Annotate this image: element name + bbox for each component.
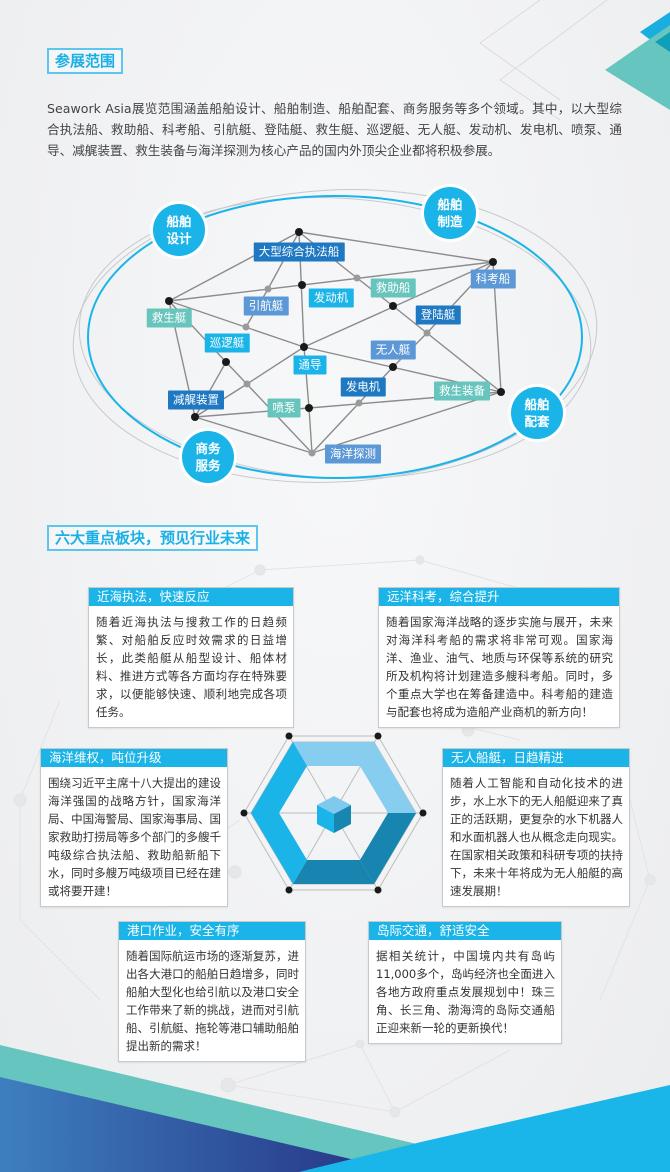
card-title: 岛际交通，舒适安全 xyxy=(369,922,561,940)
card-body: 随着近海执法与搜救工作的日趋频繁、对船舶反应时效需求的日益增长，此类船艇从船型设… xyxy=(96,615,287,719)
product-label: 救助船 xyxy=(370,278,416,298)
card-body: 随着国家海洋战略的逐步实施与展开，未来对海洋科考船的需求将非常可观。国家海洋、渔… xyxy=(386,615,613,719)
card-title: 近海执法，快速反应 xyxy=(89,588,293,606)
category-ship-design: 船舶设计 xyxy=(153,204,205,256)
card-coastal-enforcement: 近海执法，快速反应 随着近海执法与搜救工作的日趋频繁、对船舶反应时效需求的日益增… xyxy=(88,587,294,728)
card-title: 海洋维权，吨位升级 xyxy=(41,749,227,767)
product-label: 救生艇 xyxy=(146,308,192,328)
section-title-six-sectors: 六大重点板块，预见行业未来 xyxy=(47,525,259,551)
product-label: 发电机 xyxy=(340,377,386,397)
card-island-transport: 岛际交通，舒适安全 据相关统计，中国境内共有岛屿11,000多个，岛屿经济也全面… xyxy=(368,921,562,1044)
cube-icon xyxy=(317,796,351,833)
card-body: 据相关统计，中国境内共有岛屿11,000多个，岛屿经济也全面进入各地方政府重点发… xyxy=(376,949,555,1035)
product-label: 喷泵 xyxy=(267,398,301,418)
card-ocean-research: 远洋科考，综合提升 随着国家海洋战略的逐步实施与展开，未来对海洋科考船的需求将非… xyxy=(378,587,620,728)
hex-segment-lower-right xyxy=(360,813,416,884)
hex-segment-upper-right xyxy=(360,742,416,813)
product-label: 减艉装置 xyxy=(168,390,224,410)
product-label: 海洋探测 xyxy=(325,444,381,464)
card-body: 随着国际航运市场的逐渐复苏，进出各大港口的船舶日趋增多，同时船舶大型化也给引航以… xyxy=(126,949,299,1053)
product-label: 巡逻艇 xyxy=(204,333,250,353)
card-title: 无人船艇，日趋精进 xyxy=(443,749,629,767)
hex-segment-lower-left xyxy=(251,813,307,884)
category-business-service: 商务服务 xyxy=(182,431,234,483)
intro-paragraph: Seawork Asia展览范围涵盖船舶设计、船舶制造、船舶配套、商务服务等多个… xyxy=(47,101,622,158)
product-label: 大型综合执法船 xyxy=(253,242,345,262)
product-label: 发动机 xyxy=(308,288,354,308)
card-body: 随着人工智能和自动化技术的进步，水上水下的无人船艇迎来了真正的活跃期，更复杂的水… xyxy=(450,776,623,898)
product-label: 科考船 xyxy=(470,269,516,289)
card-title: 港口作业，安全有序 xyxy=(119,922,305,940)
section-title-exhibition-scope: 参展范围 xyxy=(47,48,124,74)
hex-segment-upper-left xyxy=(251,742,307,813)
product-label: 无人艇 xyxy=(370,340,416,360)
card-port-operations: 港口作业，安全有序 随着国际航运市场的逐渐复苏，进出各大港口的船舶日趋增多，同时… xyxy=(118,921,306,1062)
category-ship-supporting: 船舶配套 xyxy=(511,387,563,439)
card-title: 远洋科考，综合提升 xyxy=(379,588,619,606)
card-unmanned-vessels: 无人船艇，日趋精进 随着人工智能和自动化技术的进步，水上水下的无人船艇迎来了真正… xyxy=(442,748,630,907)
product-label: 通导 xyxy=(293,355,327,375)
product-label: 引航艇 xyxy=(243,296,289,316)
card-maritime-rights: 海洋维权，吨位升级 围绕习近平主席十八大提出的建设海洋强国的战略方针，国家海洋局… xyxy=(40,748,228,907)
product-network-diagram xyxy=(72,189,598,483)
card-body: 围绕习近平主席十八大提出的建设海洋强国的战略方针，国家海洋局、中国海警局、国家海… xyxy=(48,776,221,898)
category-ship-building: 船舶制造 xyxy=(424,187,476,239)
hex-segment-bottom xyxy=(293,860,374,884)
hex-segment-top xyxy=(293,742,374,766)
product-label: 救生装备 xyxy=(434,381,490,401)
product-label: 登陆艇 xyxy=(415,305,461,325)
